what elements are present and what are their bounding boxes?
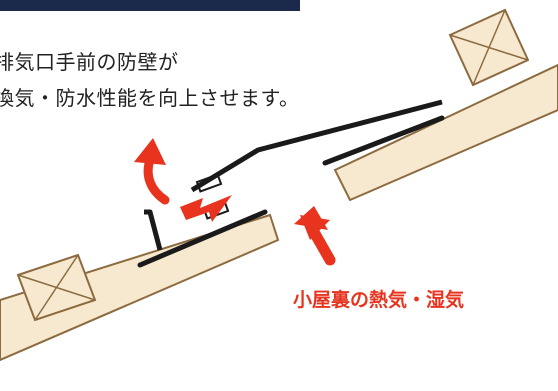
roof-board-right [333,63,558,202]
header-bar [0,0,300,11]
curved-exhaust-arrow-icon [134,138,170,205]
description-line-1: 排気口手前の防壁が [0,50,179,74]
ridge-vent-cap [190,99,443,193]
description-line-2: 換気・防水性能を向上させます。 [0,86,300,110]
airflow-label: 小屋裏の熱気・湿気 [293,289,465,311]
right-flashing [322,115,445,166]
roof-board-left [0,213,280,362]
vent-barrier-wall [144,209,163,251]
crate-left-icon [16,253,97,322]
crate-right-icon [448,8,530,87]
vent-base-plate [137,209,268,268]
hot-air-arrow-icon [294,206,336,266]
exhaust-arrow-icon [180,195,232,222]
